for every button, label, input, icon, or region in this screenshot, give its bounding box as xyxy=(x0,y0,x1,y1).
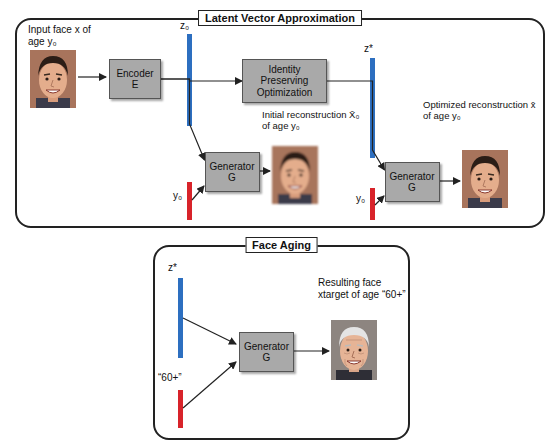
flow-connector xyxy=(161,79,205,160)
age-bar xyxy=(178,390,183,428)
generator-box: Generator G xyxy=(385,162,440,202)
text-label: “60+” xyxy=(158,372,202,384)
age-bar xyxy=(370,188,375,220)
region-title: Face Aging xyxy=(245,237,318,253)
text-label: z* xyxy=(364,43,386,55)
box-label: Generator G xyxy=(243,341,290,364)
box-label: Identity Preserving Optimization xyxy=(246,64,323,99)
generator-box: Generator G xyxy=(239,332,294,372)
text-label: Resulting face xtarget of age “60+” xyxy=(318,277,406,300)
flow-connector xyxy=(327,81,385,170)
age-bar xyxy=(187,182,192,220)
text-label: y₀ xyxy=(173,190,187,202)
optimized-face xyxy=(462,150,508,208)
text-label: z₀ xyxy=(180,20,202,32)
generator-box: Generator G xyxy=(205,152,260,192)
text-label: z* xyxy=(168,262,190,274)
text-label: y₀ xyxy=(356,193,370,205)
flow-arrows xyxy=(78,77,460,408)
text-label: Optimized reconstruction x̄ of age y₀ xyxy=(423,100,543,122)
region-title: Latent Vector Approximation xyxy=(198,10,362,26)
box-label: Generator G xyxy=(389,171,436,194)
text-label: Initial reconstruction X̄₀ of age y₀ xyxy=(262,110,366,132)
optimization-box: Identity Preserving Optimization xyxy=(242,59,327,104)
encoder-box: Encoder E xyxy=(109,59,161,99)
input-face xyxy=(30,50,76,108)
latent-bar xyxy=(178,278,183,358)
initial-face xyxy=(272,146,318,204)
box-text-wrap: Generator G xyxy=(243,341,290,364)
box-text-wrap: Generator G xyxy=(389,171,436,194)
box-label: Encoder E xyxy=(113,68,157,91)
process-region: Face AgingGenerator G xyxy=(153,245,410,440)
aged-face xyxy=(331,320,377,380)
box-text-wrap: Identity Preserving Optimization xyxy=(246,64,323,99)
box-text-wrap: Generator G xyxy=(209,161,256,184)
box-label: Generator G xyxy=(209,161,256,184)
text-label: Input face x of age y₀ xyxy=(28,24,92,47)
box-text-wrap: Encoder E xyxy=(113,68,157,91)
